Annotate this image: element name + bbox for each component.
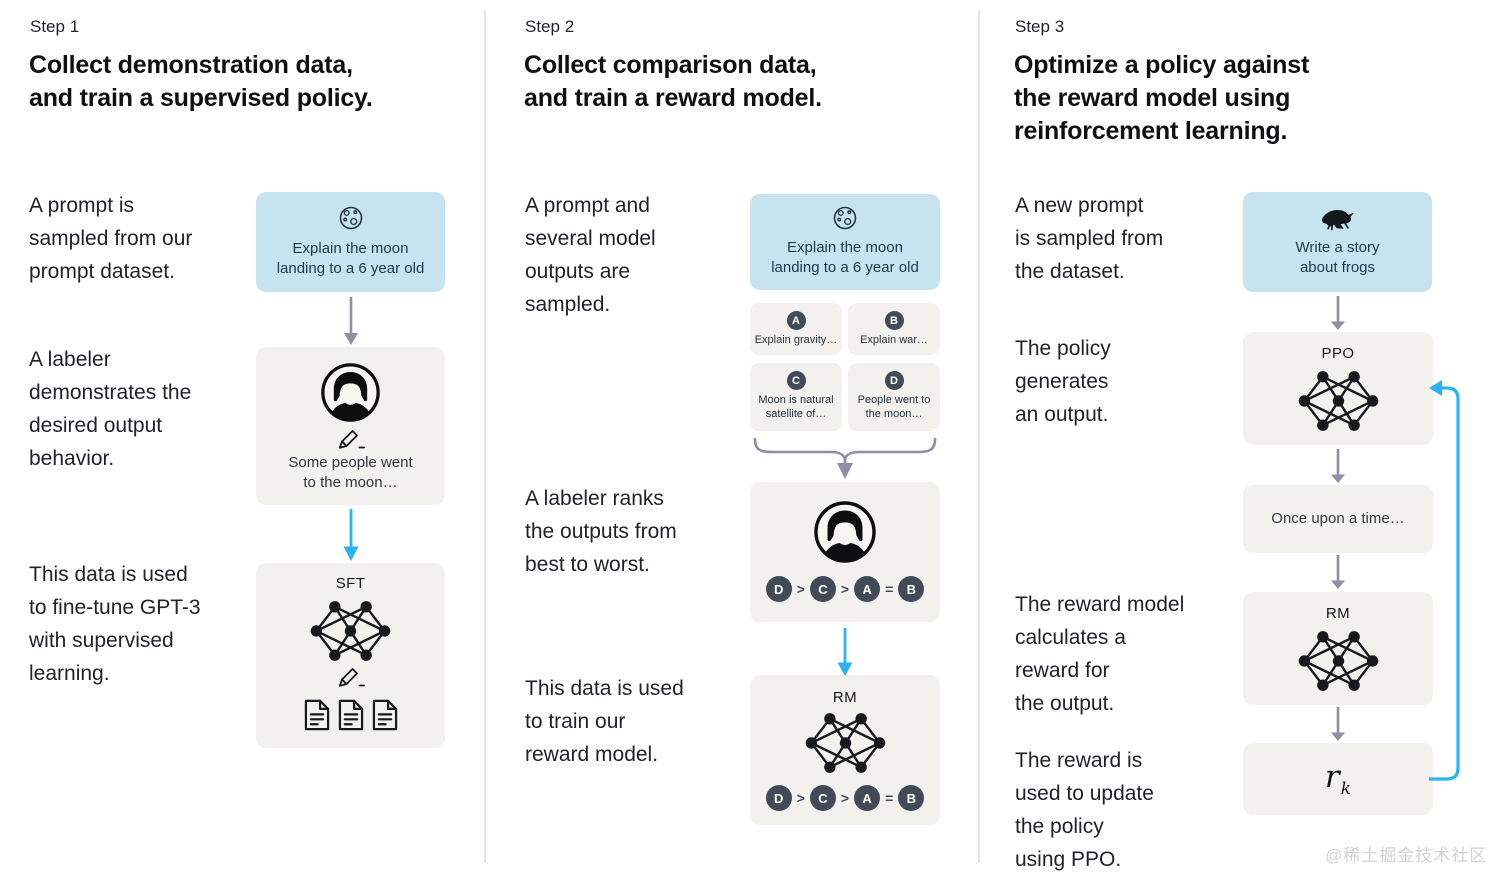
ranking-badge: A — [854, 785, 881, 811]
step2-caption-prompt: A prompt and several model outputs are s… — [525, 194, 656, 316]
step3-label: Step 3 — [1015, 17, 1065, 36]
policy-output-box: Once upon a time… — [1243, 485, 1433, 553]
ranking-badge: C — [809, 576, 836, 602]
output-badge-d: D — [884, 371, 904, 390]
sft-label: SFT — [335, 575, 366, 592]
step2-prompt-text: Explain the moon landing to a 6 year old — [771, 239, 919, 276]
step3-prompt-text: Write a story about frogs — [1295, 239, 1380, 276]
arrow-down-icon — [1329, 555, 1347, 589]
ranking-badge: B — [898, 785, 925, 811]
neural-network-icon — [307, 599, 394, 663]
step2-title: Collect comparison data, and train a rew… — [524, 51, 822, 112]
column-divider — [484, 10, 486, 863]
step1-caption-labeler: A labeler demonstrates the desired outpu… — [29, 348, 192, 470]
neural-network-icon — [802, 711, 889, 775]
ranking-operator: > — [840, 790, 850, 806]
rm-label: RM — [1325, 605, 1351, 622]
output-card-a: A Explain gravity… — [750, 303, 842, 355]
document-icon — [371, 699, 399, 731]
step1-caption-prompt: A prompt is sampled from our prompt data… — [29, 194, 193, 283]
arrow-down-icon — [342, 297, 360, 345]
ranking-operator: > — [796, 790, 805, 806]
document-icon — [303, 699, 331, 731]
step3-title: Optimize a policy against the reward mod… — [1014, 51, 1310, 145]
step1-sft-panel: SFT — [256, 563, 445, 748]
frog-icon — [1318, 204, 1358, 232]
output-text-a: Explain gravity… — [754, 334, 838, 346]
ranking-row: D > C > A = B — [750, 576, 940, 602]
ranking-operator: > — [796, 581, 805, 597]
ranking-row: D > C > A = B — [750, 785, 940, 811]
ranking-badge: C — [809, 785, 836, 811]
ppo-label: PPO — [1321, 345, 1355, 362]
ranking-badge: D — [765, 785, 792, 811]
ranking-badge: D — [765, 576, 792, 602]
ranking-badge: A — [854, 576, 881, 602]
arrow-down-blue-icon — [836, 628, 854, 676]
step1-demo-text: Some people went to the moon… — [288, 454, 413, 491]
pencil-icon — [336, 665, 366, 687]
output-card-d: D People went to the moon… — [848, 363, 940, 431]
step2-label: Step 2 — [525, 17, 575, 36]
output-badge-a: A — [786, 311, 806, 330]
ranking-badge: B — [898, 576, 925, 602]
brace-connector — [753, 437, 937, 479]
step2-caption-datause: This data is used to train our reward mo… — [525, 677, 684, 766]
step2-rm-panel: RM D > C > A = B — [750, 675, 940, 825]
step1-labeler-panel: Some people went to the moon… — [256, 347, 445, 505]
step3-prompt-box: Write a story about frogs — [1243, 192, 1432, 292]
step2-prompt-box: Explain the moon landing to a 6 year old — [750, 194, 940, 290]
step3-caption-policy: The policy generates an output. — [1015, 337, 1111, 426]
step3-ppo-panel: PPO — [1243, 332, 1433, 445]
output-badge-b: B — [884, 311, 904, 330]
ranking-operator: = — [885, 790, 894, 806]
neural-network-icon — [1295, 369, 1382, 433]
labeler-avatar-icon — [813, 500, 877, 564]
policy-output-text: Once upon a time… — [1271, 510, 1405, 528]
step3-caption-rewardupdate: The reward is used to update the policy … — [1015, 749, 1154, 871]
step2-labeler-panel: D > C > A = B — [750, 482, 940, 622]
pencil-icon — [336, 427, 366, 449]
feedback-loop-arrow — [1429, 380, 1460, 781]
output-card-c: C Moon is natural satellite of… — [750, 363, 842, 431]
rm-label: RM — [832, 689, 858, 706]
reward-symbol: rk — [1324, 759, 1352, 799]
reward-box: rk — [1243, 743, 1433, 815]
arrow-down-icon — [1329, 296, 1347, 330]
arrow-down-icon — [1329, 449, 1347, 483]
step3-rm-panel: RM — [1243, 592, 1433, 705]
step3-caption-rewardcalc: The reward model calculates a reward for… — [1015, 593, 1185, 715]
step3-caption-prompt: A new prompt is sampled from the dataset… — [1015, 194, 1164, 283]
output-text-c: Moon is natural satellite of… — [758, 394, 834, 420]
moon-icon — [337, 204, 365, 232]
documents-row — [303, 699, 399, 731]
arrow-down-icon — [1329, 707, 1347, 741]
output-card-b: B Explain war… — [848, 303, 940, 355]
step1-prompt-box: Explain the moon landing to a 6 year old — [256, 192, 445, 292]
watermark: @稀土掘金技术社区 — [1325, 846, 1488, 865]
step1-caption-datause: This data is used to fine-tune GPT-3 wit… — [29, 563, 201, 685]
output-text-b: Explain war… — [860, 334, 928, 346]
step1-label: Step 1 — [30, 17, 80, 36]
step1-title: Collect demonstration data, and train a … — [29, 51, 373, 112]
output-text-d: People went to the moon… — [857, 394, 931, 420]
step2-caption-labeler: A labeler ranks the outputs from best to… — [525, 487, 677, 576]
output-badge-c: C — [786, 371, 806, 390]
moon-icon — [831, 204, 859, 232]
labeler-avatar-icon — [320, 362, 381, 423]
neural-network-icon — [1295, 629, 1382, 693]
step1-prompt-text: Explain the moon landing to a 6 year old — [276, 240, 425, 277]
arrow-down-blue-icon — [342, 509, 360, 561]
document-icon — [337, 699, 365, 731]
ranking-operator: = — [885, 581, 894, 597]
column-divider — [978, 10, 980, 863]
ranking-operator: > — [840, 581, 850, 597]
